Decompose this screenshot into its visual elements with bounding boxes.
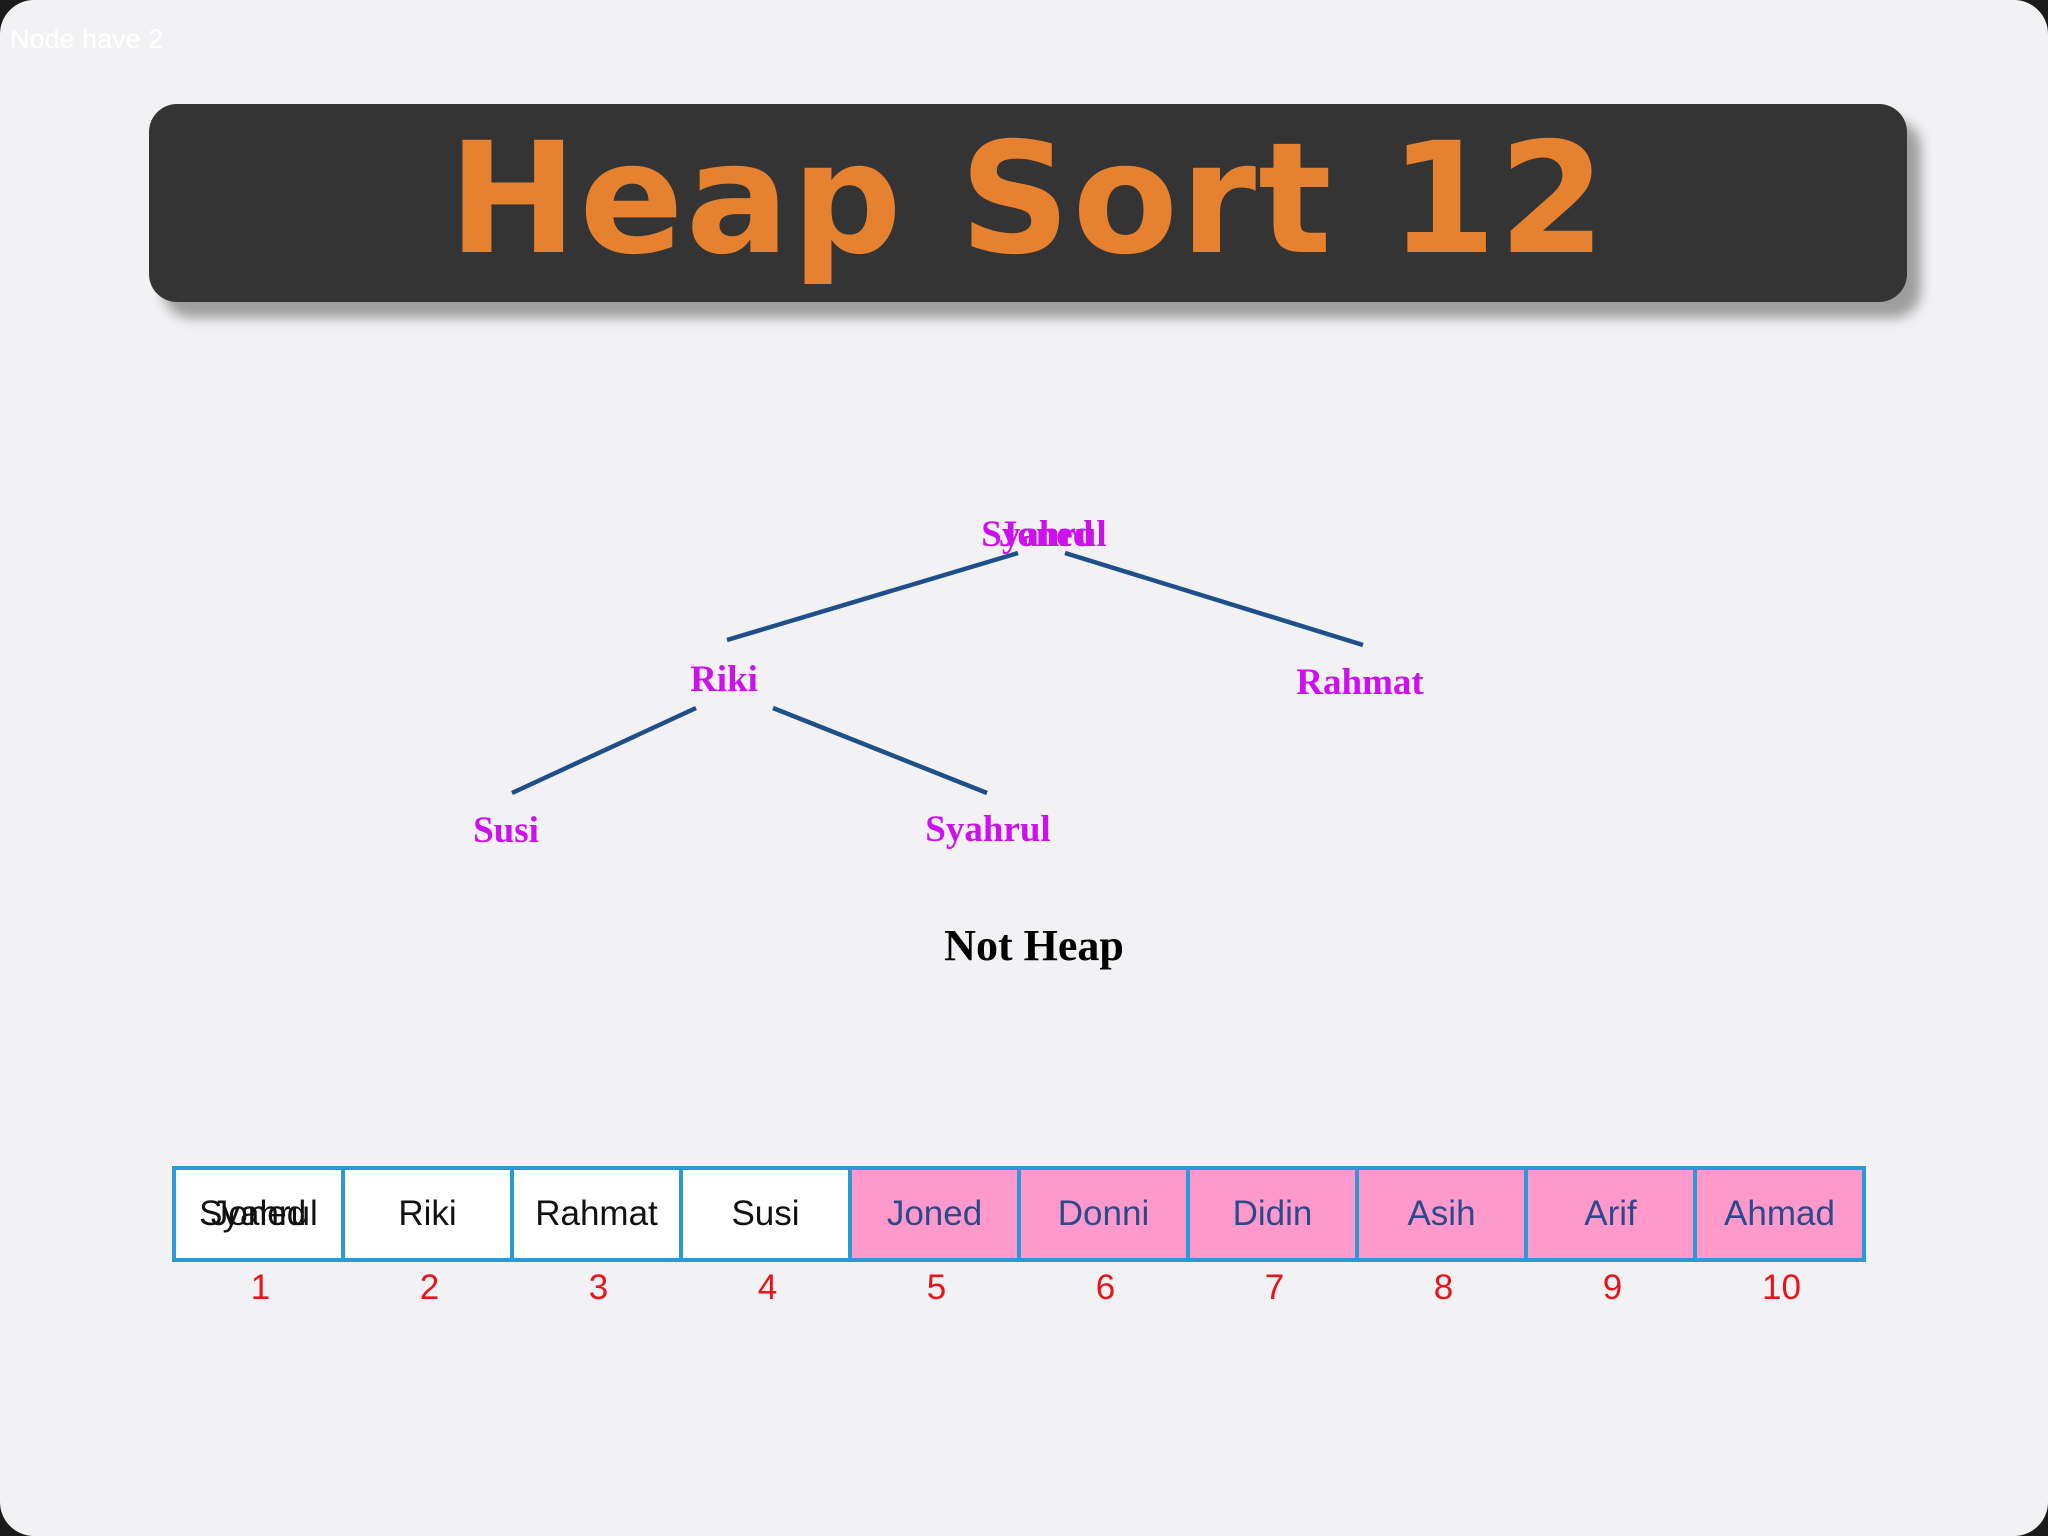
array-cell: Asih bbox=[1359, 1170, 1524, 1258]
array-index: 7 bbox=[1264, 1268, 1285, 1307]
array-index: 9 bbox=[1602, 1268, 1623, 1307]
array-cell-label: Donni bbox=[1057, 1194, 1150, 1233]
corner-note: Node have 2 bbox=[10, 24, 164, 54]
array-indices: 1 2 3 4 5 6 7 8 9 10 bbox=[176, 1268, 1866, 1308]
array-cell: Susi bbox=[683, 1170, 848, 1258]
array-cell-label: Asih bbox=[1407, 1194, 1476, 1233]
array-index: 3 bbox=[588, 1268, 609, 1307]
array-cell: Arif bbox=[1528, 1170, 1693, 1258]
edge-root-right bbox=[1064, 550, 1364, 648]
array-cell-label: Riki bbox=[398, 1194, 457, 1233]
tree-node-root-b: Joned bbox=[999, 514, 1094, 555]
array-index: 8 bbox=[1433, 1268, 1454, 1307]
array-cell-label: Susi bbox=[731, 1194, 800, 1233]
array-index: 1 bbox=[250, 1268, 271, 1307]
array-cell: Ahmad bbox=[1697, 1170, 1862, 1258]
tree-node-left-right: Syahrul bbox=[925, 809, 1050, 850]
array-cell-label: Syahrul bbox=[199, 1194, 318, 1233]
array-cell: Joned bbox=[852, 1170, 1017, 1258]
array-cell-label: Didin bbox=[1232, 1194, 1313, 1233]
edge-root-left bbox=[726, 550, 1019, 643]
slide-title: Heap Sort 12 bbox=[448, 110, 1608, 289]
edge-left-leftchild bbox=[511, 705, 697, 796]
tree-node-root-a: Syahrul bbox=[981, 514, 1106, 555]
array-cell-label: Ahmad bbox=[1724, 1194, 1835, 1233]
array-cell-label: Joned bbox=[210, 1194, 307, 1233]
array-cell: Donni bbox=[1021, 1170, 1186, 1258]
array-cell-label: Arif bbox=[1584, 1194, 1637, 1233]
array-cell-label: Rahmat bbox=[535, 1194, 658, 1233]
array-index: 2 bbox=[419, 1268, 440, 1307]
tree-node-left: Riki bbox=[690, 659, 758, 700]
tree-node-left-left: Susi bbox=[473, 810, 539, 851]
edge-left-rightchild bbox=[772, 705, 988, 796]
array-cell: Rahmat bbox=[514, 1170, 679, 1258]
heap-status: Not Heap bbox=[944, 921, 1124, 970]
array-cell-label: Joned bbox=[886, 1194, 983, 1233]
array-cell: Riki bbox=[345, 1170, 510, 1258]
array-index: 5 bbox=[926, 1268, 947, 1307]
tree-node-right: Rahmat bbox=[1296, 662, 1424, 703]
array-index: 6 bbox=[1095, 1268, 1116, 1307]
array-index: 4 bbox=[757, 1268, 778, 1307]
array-cell: Didin bbox=[1190, 1170, 1355, 1258]
title-banner: Heap Sort 12 bbox=[149, 104, 1907, 302]
array-index: 10 bbox=[1762, 1268, 1801, 1307]
